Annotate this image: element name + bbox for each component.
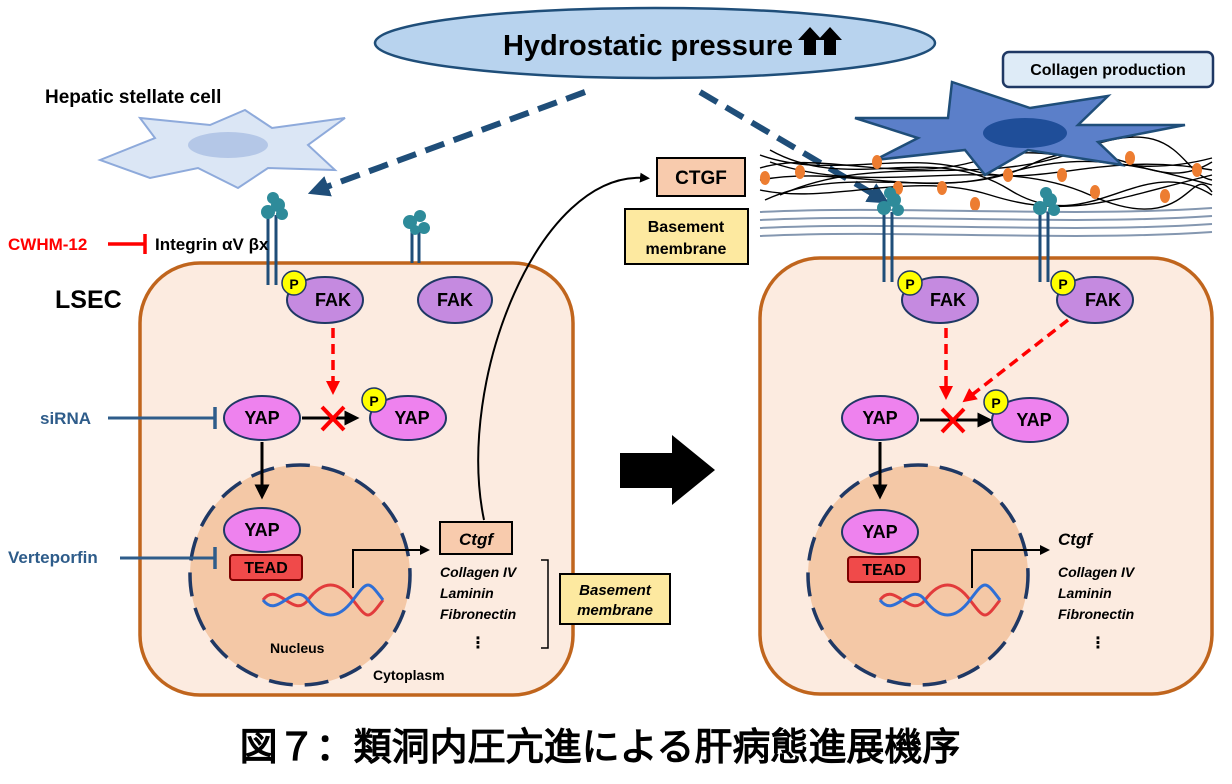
yap-nucleus-left: YAP <box>223 507 301 553</box>
fak-phospho-left: FAK P <box>281 270 364 324</box>
phospho-icon <box>983 389 1009 415</box>
basement-membrane-box-left: Basement membrane <box>559 573 671 625</box>
svg-text:⋮: ⋮ <box>470 635 486 652</box>
svg-text:Fibronectin: Fibronectin <box>1058 606 1134 622</box>
svg-text:P: P <box>1058 276 1067 292</box>
transcription-arrow-left <box>352 545 430 588</box>
fak-phospho-right-1: FAK P <box>897 270 979 324</box>
svg-text:Ctgf: Ctgf <box>459 530 495 549</box>
lsec-label: LSEC <box>55 286 122 314</box>
phospho-icon <box>361 387 387 413</box>
svg-text:YAP: YAP <box>244 408 279 428</box>
svg-text:YAP: YAP <box>862 522 897 542</box>
yap-left: YAP <box>223 395 301 441</box>
phospho-icon <box>897 270 923 296</box>
basement-membrane-box-middle: Basement membrane <box>624 208 749 265</box>
svg-text:YAP: YAP <box>394 408 429 428</box>
svg-text:FAK: FAK <box>437 290 473 310</box>
fak-left-2: FAK <box>417 276 493 324</box>
yap-nucleus-right: YAP <box>841 509 919 555</box>
secretion-arrow <box>477 172 650 521</box>
svg-text:Basement: Basement <box>648 219 725 236</box>
collagen-production-box: Collagen production <box>1001 50 1215 89</box>
pressure-arrow-right <box>698 89 890 204</box>
yap-phospho-right: YAP P <box>983 389 1069 443</box>
stellate-label: Hepatic stellate cell <box>45 87 221 108</box>
fak-phospho-right-2: FAK P <box>1050 270 1134 324</box>
block-x-icon <box>320 405 346 432</box>
ctgf-gene-box-left: Ctgf <box>439 521 513 555</box>
svg-text:Ctgf: Ctgf <box>1058 530 1094 549</box>
svg-text:⋮: ⋮ <box>1090 635 1106 652</box>
svg-text:YAP: YAP <box>1016 410 1051 430</box>
svg-text:P: P <box>289 276 298 292</box>
svg-text:Collagen IV: Collagen IV <box>440 564 518 580</box>
cytoplasm-label: Cytoplasm <box>373 667 445 683</box>
svg-text:Fibronectin: Fibronectin <box>440 606 516 622</box>
svg-text:FAK: FAK <box>315 290 351 310</box>
nucleus-label: Nucleus <box>270 640 325 656</box>
yap-phospho-left: YAP P <box>361 387 447 441</box>
pressure-ellipse: Hydrostatic pressure <box>373 6 937 80</box>
stellate-cell-activated <box>854 80 1186 177</box>
svg-text:Basement: Basement <box>579 582 652 599</box>
integrin-label: Integrin αV βx <box>155 235 269 254</box>
phospho-icon <box>281 270 307 296</box>
svg-text:Laminin: Laminin <box>1058 585 1112 601</box>
svg-text:Laminin: Laminin <box>440 585 494 601</box>
collagen-dots <box>760 151 1202 211</box>
svg-text:P: P <box>991 395 1000 411</box>
basement-membrane-layer <box>759 207 1213 237</box>
verteporfin-label: Verteporfin <box>8 548 98 567</box>
integrin-receptor-left-1 <box>261 192 288 285</box>
tead-left: TEAD <box>229 554 303 581</box>
integrin-receptor-right-1 <box>877 187 904 282</box>
svg-text:FAK: FAK <box>1085 290 1121 310</box>
svg-text:membrane: membrane <box>646 241 727 258</box>
cwhm12-label: CWHM-12 <box>8 235 87 254</box>
pressure-arrow-left <box>307 89 587 197</box>
svg-text:P: P <box>369 393 378 409</box>
progression-arrow-icon <box>620 435 715 505</box>
yap-right: YAP <box>841 395 919 441</box>
svg-text:CTGF: CTGF <box>675 168 727 189</box>
dna-helix-right <box>878 583 1002 617</box>
stellate-cell-quiescent <box>97 108 346 190</box>
tead-right: TEAD <box>847 556 921 583</box>
integrin-receptor-right-2 <box>1033 187 1060 282</box>
svg-text:FAK: FAK <box>930 290 966 310</box>
svg-text:TEAD: TEAD <box>244 560 288 577</box>
integrin-receptor-left-2 <box>403 210 430 263</box>
gene-list-left: Collagen IV Laminin Fibronectin ⋮ <box>440 564 518 652</box>
dna-helix-left <box>261 583 385 617</box>
svg-text:YAP: YAP <box>244 520 279 540</box>
transcription-arrow-right <box>971 545 1050 588</box>
collagen-production-label: Collagen production <box>1030 62 1186 79</box>
gene-bracket-left <box>541 559 549 649</box>
svg-text:TEAD: TEAD <box>862 562 906 579</box>
svg-text:membrane: membrane <box>577 602 653 619</box>
fak-to-yap-arrow-right-2 <box>962 318 1070 403</box>
gene-list-right: Ctgf Collagen IV Laminin Fibronectin ⋮ <box>1058 530 1136 652</box>
svg-text:YAP: YAP <box>862 408 897 428</box>
phospho-icon <box>1050 270 1076 296</box>
block-x-icon <box>940 407 966 434</box>
figure-caption: 図７：類洞内圧亢進による肝病態進展機序 <box>240 725 961 769</box>
svg-text:Collagen IV: Collagen IV <box>1058 564 1136 580</box>
double-up-arrow-icon <box>798 27 842 55</box>
ctgf-protein-box: CTGF <box>656 157 746 197</box>
svg-text:P: P <box>905 276 914 292</box>
sirna-label: siRNA <box>40 409 91 428</box>
pressure-label: Hydrostatic pressure <box>503 30 793 62</box>
